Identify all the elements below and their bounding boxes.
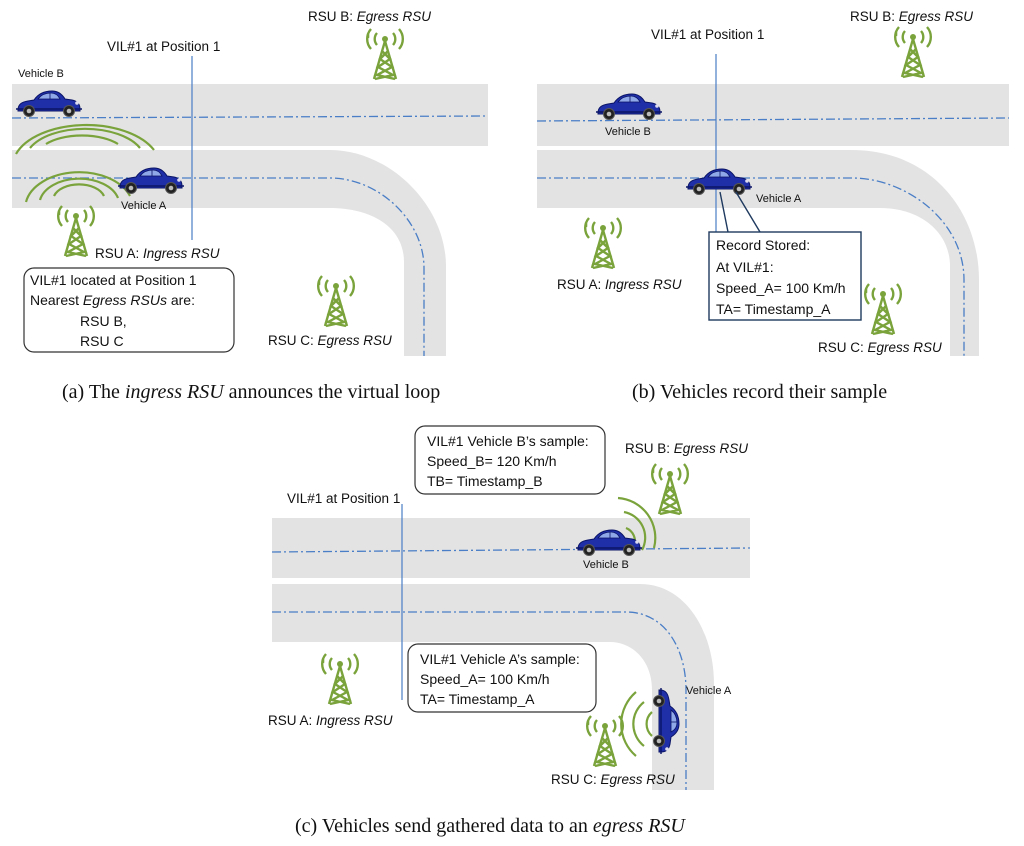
box-line-1: VIL#1 located at Position 1: [30, 272, 197, 288]
rsu-b-role: Egress RSU: [357, 9, 432, 24]
antenna-icon: [583, 216, 623, 270]
panel-c-caption: (c) Vehicles send gathered data to an eg…: [295, 815, 686, 837]
box-line-4: RSU C: [80, 333, 124, 349]
rsu-c-role: Egress RSU: [868, 340, 943, 355]
svg-text:RSU B: Egress RSU: RSU B: Egress RSU: [850, 9, 973, 24]
panel-a-vehicle-b-label: Vehicle B: [18, 68, 64, 80]
panel-b-road-lower: [537, 150, 979, 356]
antenna-icon: [863, 282, 903, 336]
svg-text:VIL#1 Vehicle A’s sample:: VIL#1 Vehicle A’s sample:: [420, 651, 580, 667]
rsu-a-role: Ingress RSU: [605, 277, 682, 292]
rsu-b-role: Egress RSU: [899, 9, 974, 24]
svg-text:TA= Timestamp_A: TA= Timestamp_A: [420, 691, 535, 707]
rsu-b-label: RSU B:: [625, 441, 674, 456]
panel-b-rsu-a: RSU A: Ingress RSU: [557, 216, 682, 292]
panel-a-vil-label: VIL#1 at Position 1: [107, 39, 220, 54]
antenna-icon: [56, 204, 96, 258]
panel-b-record-callout: Record Stored: At VIL#1: Speed_A= 100 Km…: [708, 191, 862, 321]
rsu-c-label: RSU C:: [818, 340, 868, 355]
panel-c-vil-label: VIL#1 at Position 1: [287, 491, 400, 506]
rsu-a-label: RSU A:: [268, 713, 316, 728]
panel-b-vehicle-b-label: Vehicle B: [605, 126, 651, 138]
panel-a-road-lower: [12, 150, 446, 356]
panel-c-rsu-a: RSU A: Ingress RSU: [268, 652, 393, 728]
panel-a-lane-upper: [11, 115, 489, 119]
svg-text:RSU C: Egress RSU: RSU C: Egress RSU: [551, 772, 675, 787]
panel-a-caption: (a) The ingress RSU announces the virtua…: [62, 381, 440, 403]
panel-b-rsu-b: RSU B: Egress RSU: [850, 9, 973, 79]
antenna-icon: [320, 652, 360, 706]
record-line-1: Record Stored:: [716, 237, 810, 253]
panel-b-road-upper: [537, 84, 1009, 146]
record-line-2: At VIL#1:: [716, 259, 774, 275]
panel-c-lane-lower: [272, 611, 687, 790]
panel-b: VIL#1 at Position 1 RSU B: Egress RSU Ve…: [536, 9, 1010, 403]
panel-c: VIL#1 at Position 1 VIL#1 Vehicle B’s sa…: [268, 425, 751, 837]
box-line-3: RSU B,: [80, 313, 127, 329]
panel-b-vil-label: VIL#1 at Position 1: [651, 27, 764, 42]
rsu-c-label: RSU C:: [551, 772, 601, 787]
record-line-4: TA= Timestamp_A: [716, 301, 831, 317]
panel-c-sample-box-b: VIL#1 Vehicle B’s sample: Speed_B= 120 K…: [414, 425, 606, 495]
panel-c-waves-a: [620, 691, 653, 757]
panel-a-rsu-c: RSU C: Egress RSU: [268, 274, 392, 348]
rsu-a-label: RSU A:: [557, 277, 605, 292]
record-line-3: Speed_A= 100 Km/h: [716, 280, 846, 296]
svg-text:RSU B: Egress RSU: RSU B: Egress RSU: [308, 9, 431, 24]
panel-c-sample-box-a: VIL#1 Vehicle A’s sample: Speed_A= 100 K…: [407, 643, 597, 713]
panel-a-announce-box: VIL#1 located at Position 1 Nearest Egre…: [23, 267, 235, 353]
svg-text:RSU C: Egress RSU: RSU C: Egress RSU: [268, 333, 392, 348]
panel-a-rsu-b: RSU B: Egress RSU: [308, 9, 431, 81]
svg-text:RSU C: Egress RSU: RSU C: Egress RSU: [818, 340, 942, 355]
svg-text:RSU A: Ingress RSU: RSU A: Ingress RSU: [557, 277, 682, 292]
antenna-icon: [316, 274, 356, 328]
panel-a-road-upper: [12, 84, 488, 146]
panel-c-rsu-b: RSU B: Egress RSU: [625, 441, 748, 516]
antenna-icon: [650, 462, 690, 516]
antenna-icon: [893, 25, 933, 79]
rsu-a-role: Ingress RSU: [143, 246, 220, 261]
rsu-b-label: RSU B:: [308, 9, 357, 24]
svg-text:VIL#1 Vehicle B’s sample:: VIL#1 Vehicle B’s sample:: [427, 433, 589, 449]
panel-b-caption: (b) Vehicles record their sample: [632, 381, 887, 403]
svg-text:RSU A: Ingress RSU: RSU A: Ingress RSU: [268, 713, 393, 728]
rsu-a-label: RSU A:: [95, 246, 143, 261]
antenna-icon: [365, 27, 405, 81]
svg-text:RSU A: Ingress RSU: RSU A: Ingress RSU: [95, 246, 220, 261]
antenna-icon: [585, 714, 625, 768]
panel-b-vehicle-a-label: Vehicle A: [756, 193, 802, 205]
panel-a-lane-lower: [12, 177, 425, 356]
panel-a: VIL#1 at Position 1 RSU B: Egress RSU Ve…: [11, 9, 489, 403]
svg-text:TB= Timestamp_B: TB= Timestamp_B: [427, 473, 543, 489]
svg-text:Speed_B= 120 Km/h: Speed_B= 120 Km/h: [427, 453, 557, 469]
panel-c-road-lower: [272, 584, 714, 790]
panel-c-road-upper: [272, 518, 750, 578]
rsu-b-role: Egress RSU: [674, 441, 749, 456]
svg-text:Nearest Egress RSUs are:: Nearest Egress RSUs are:: [30, 292, 195, 308]
panel-c-vehicle-a-label: Vehicle A: [686, 685, 732, 697]
panel-b-rsu-c: RSU C: Egress RSU: [818, 282, 942, 355]
rsu-c-role: Egress RSU: [601, 772, 676, 787]
panel-c-lane-upper: [271, 547, 751, 553]
panel-c-vehicle-b-label: Vehicle B: [583, 559, 629, 571]
rsu-a-role: Ingress RSU: [316, 713, 393, 728]
rsu-c-role: Egress RSU: [318, 333, 393, 348]
panel-a-rsu-a: RSU A: Ingress RSU: [56, 204, 220, 261]
svg-text:RSU B: Egress RSU: RSU B: Egress RSU: [625, 441, 748, 456]
panel-c-rsu-c: RSU C: Egress RSU: [551, 714, 675, 787]
svg-text:Speed_A= 100 Km/h: Speed_A= 100 Km/h: [420, 671, 550, 687]
panel-b-lane-upper: [536, 117, 1010, 122]
panel-a-vehicle-a-label: Vehicle A: [121, 200, 167, 212]
panel-b-lane-lower: [537, 177, 965, 356]
rsu-c-label: RSU C:: [268, 333, 318, 348]
rsu-b-label: RSU B:: [850, 9, 899, 24]
